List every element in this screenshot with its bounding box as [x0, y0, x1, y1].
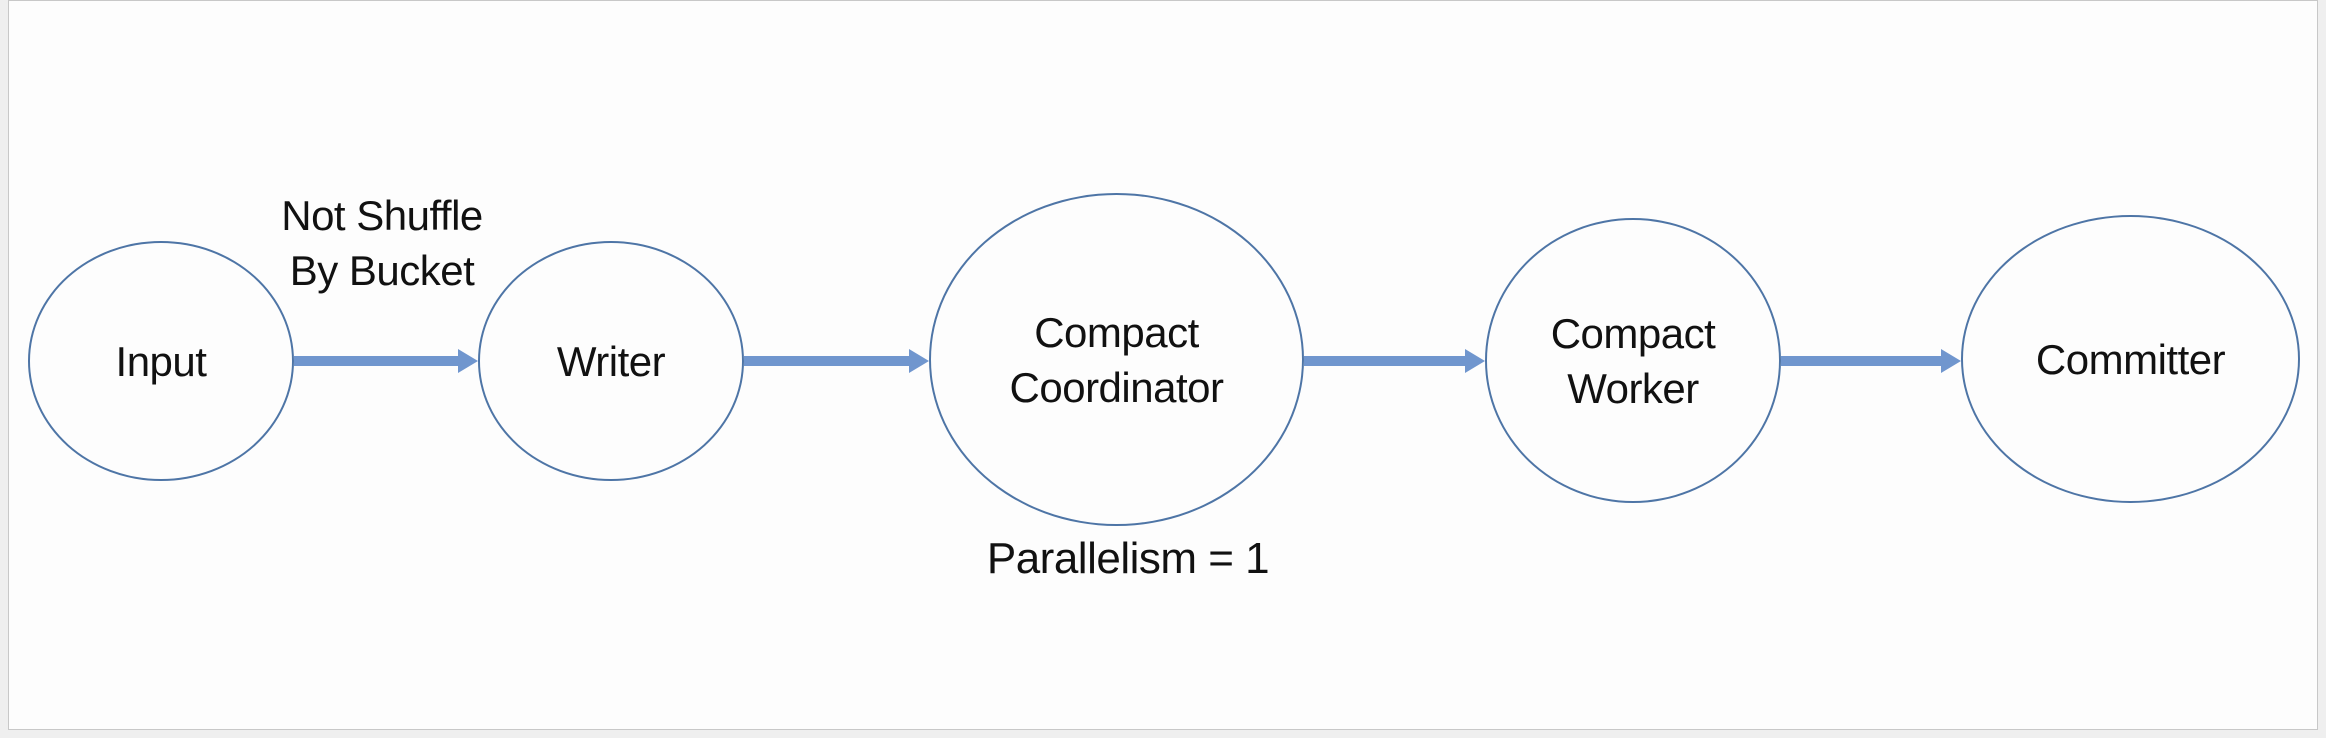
arrowhead-icon: [1465, 349, 1485, 373]
arrow-shaft: [1781, 356, 1942, 366]
node-committer-label: Committer: [2035, 335, 2226, 383]
arrowhead-icon: [1941, 349, 1961, 373]
arrow-shaft: [744, 356, 910, 366]
parallelism-note: Parallelism = 1: [986, 534, 1270, 583]
arrow-shaft: [294, 356, 459, 366]
node-compact-worker: Compact Worker: [1485, 218, 1781, 503]
arrowhead-icon: [909, 349, 929, 373]
node-writer: Writer: [478, 241, 744, 481]
node-compact-coordinator-label: Compact Coordinator: [1009, 308, 1224, 411]
edge-label-not-shuffle-by-bucket: Not Shuffle By Bucket: [281, 192, 483, 294]
node-compact-worker-label: Compact Worker: [1550, 309, 1716, 412]
node-input-label: Input: [115, 337, 207, 385]
arrow-shaft: [1304, 356, 1466, 366]
node-input: Input: [28, 241, 294, 481]
node-writer-label: Writer: [556, 337, 666, 385]
node-compact-coordinator: Compact Coordinator: [929, 193, 1304, 526]
page: Input Writer Compact Coordinator Compact…: [8, 0, 2318, 730]
arrowhead-icon: [458, 349, 478, 373]
node-committer: Committer: [1961, 215, 2300, 503]
